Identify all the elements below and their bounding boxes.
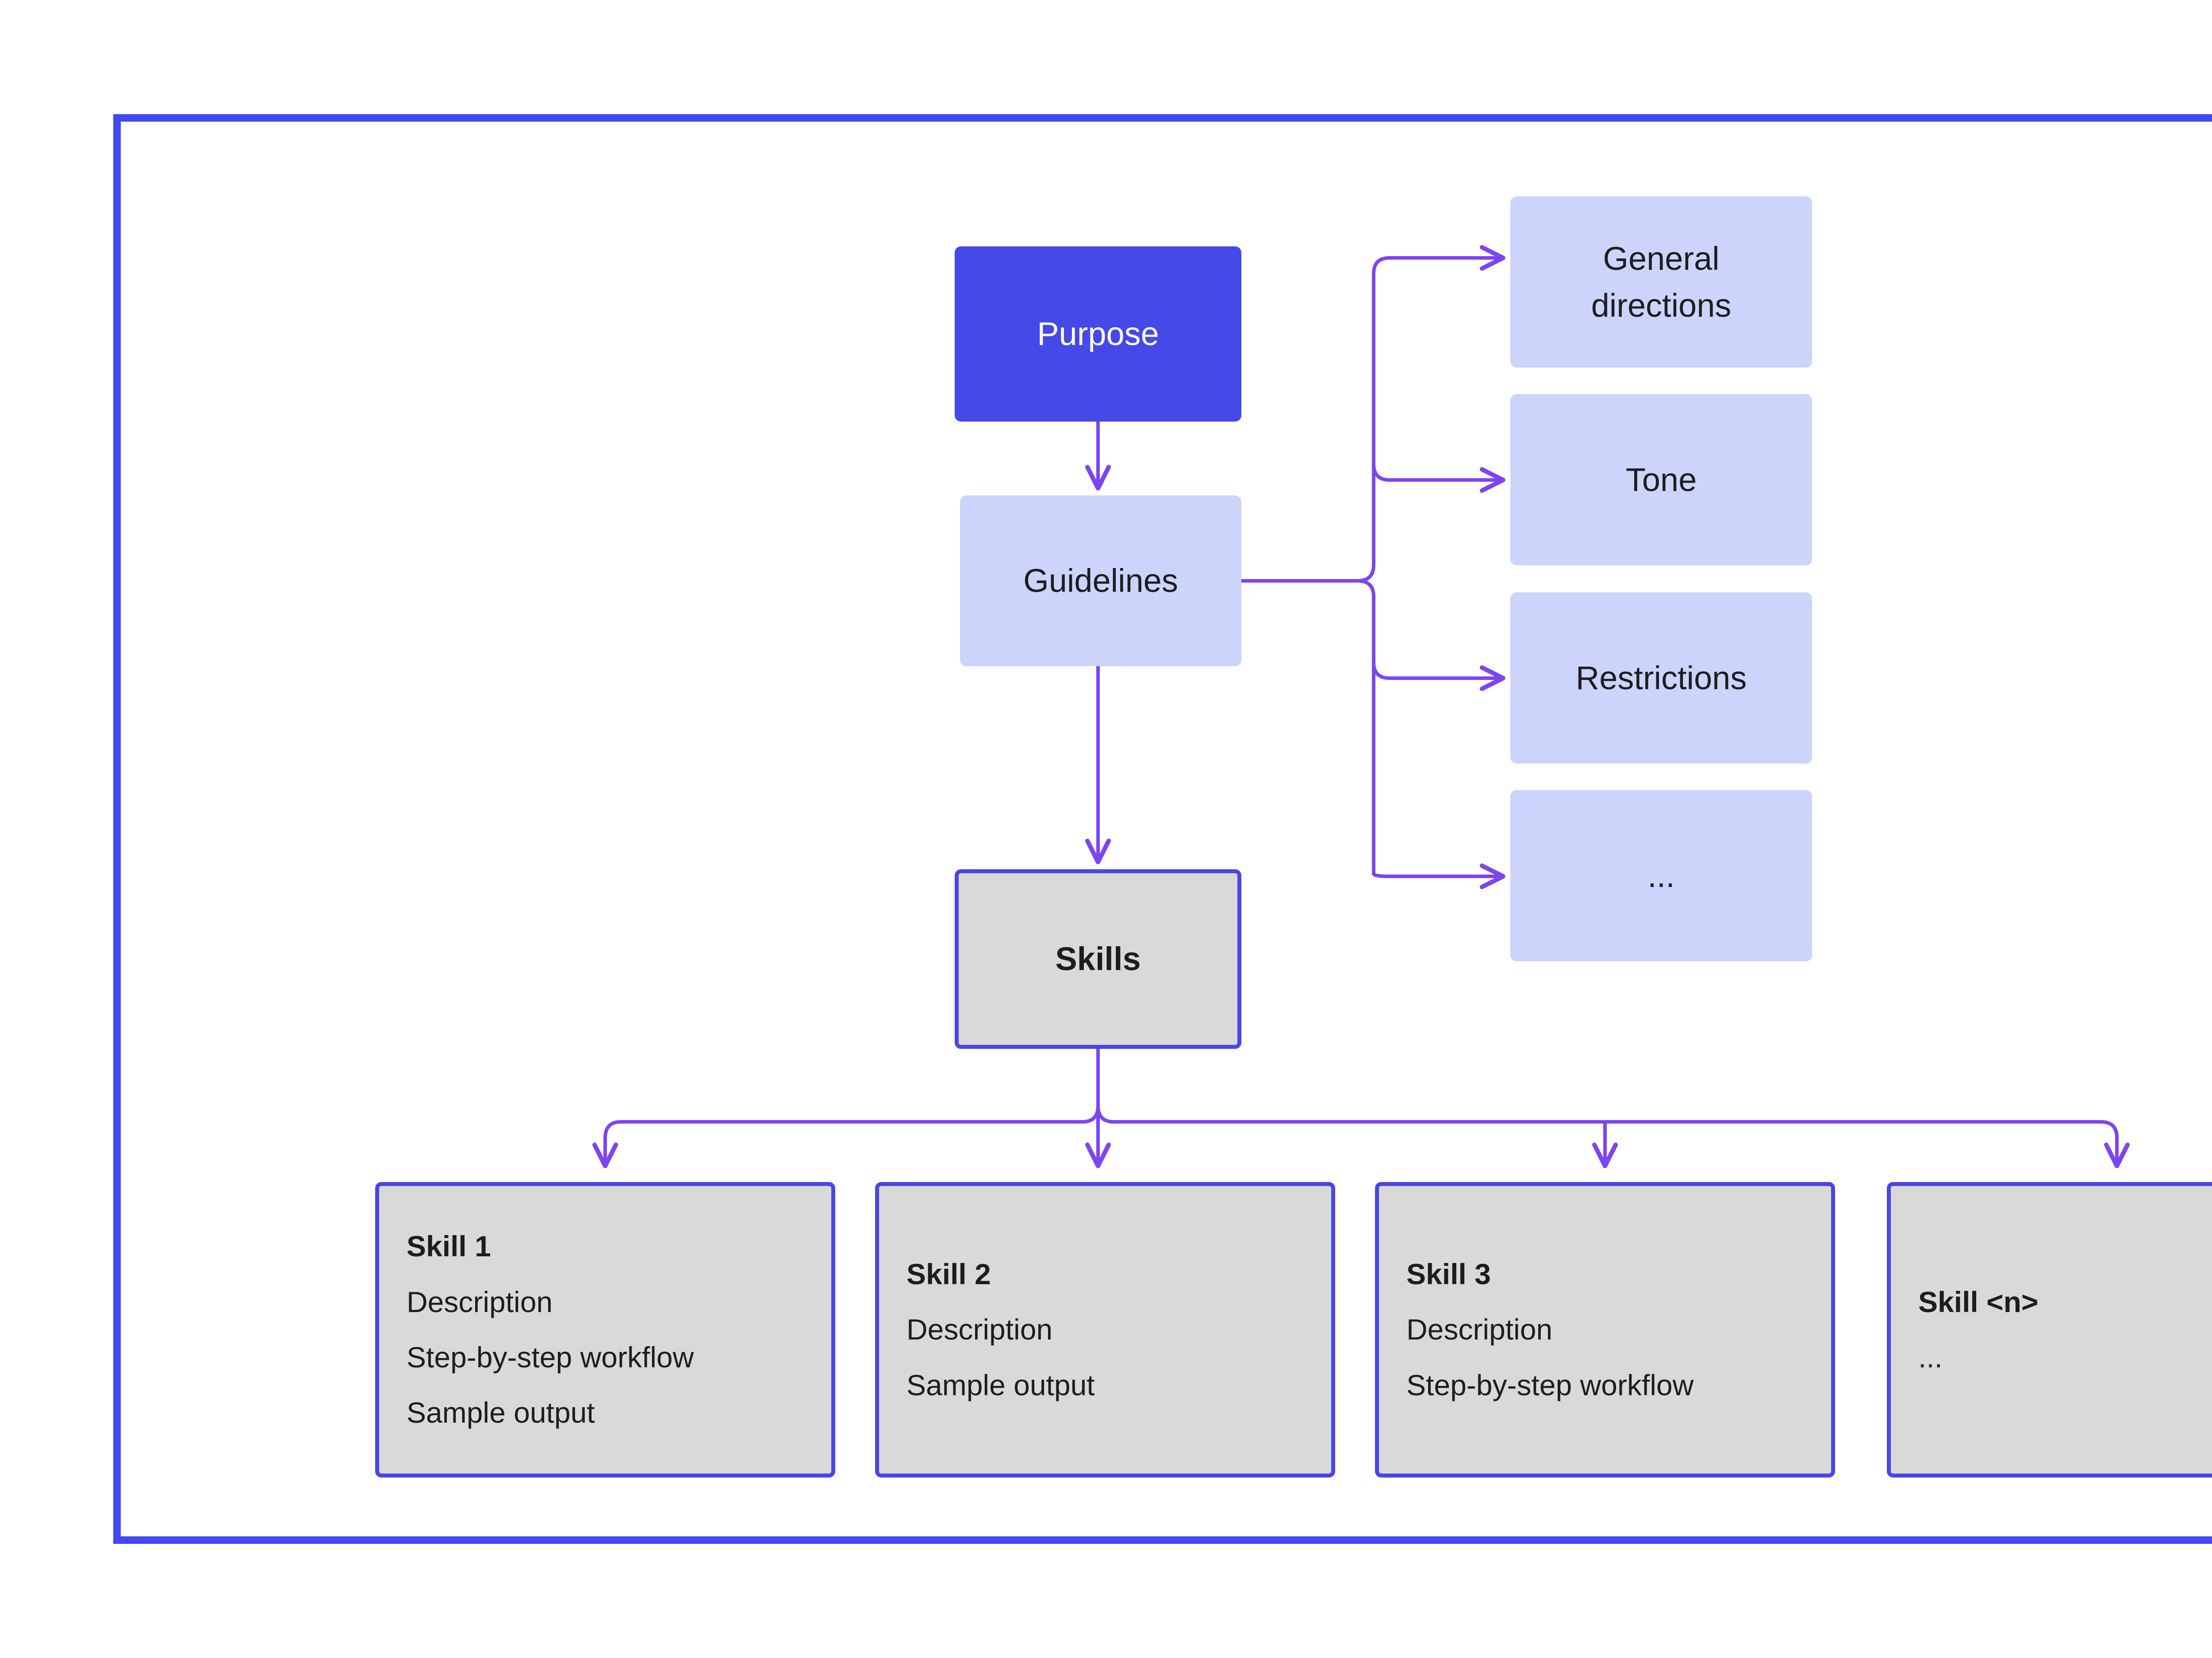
node-guidelines-label: Guidelines bbox=[1023, 562, 1178, 599]
node-skills-label: Skills bbox=[1055, 940, 1141, 978]
node-restrictions-label: Restrictions bbox=[1575, 659, 1747, 696]
node-general-directions[interactable]: General directions bbox=[1510, 196, 1812, 368]
skill-card[interactable]: Skill 2 Description Sample output bbox=[875, 1182, 1335, 1478]
skill-card-line: ... bbox=[1918, 1341, 1943, 1374]
skill-card-line: Sample output bbox=[906, 1368, 1095, 1401]
node-more-guidelines[interactable]: ... bbox=[1510, 790, 1812, 961]
node-guidelines[interactable]: Guidelines bbox=[960, 495, 1241, 666]
skill-card-line: Step-by-step workflow bbox=[407, 1341, 694, 1374]
node-purpose[interactable]: Purpose bbox=[955, 246, 1241, 422]
skill-card-line: Step-by-step workflow bbox=[1406, 1368, 1694, 1401]
node-skills[interactable]: Skills bbox=[955, 869, 1241, 1049]
node-tone-label: Tone bbox=[1625, 461, 1697, 498]
node-more-guidelines-label: ... bbox=[1647, 857, 1675, 894]
skill-card[interactable]: Skill 3 Description Step-by-step workflo… bbox=[1375, 1182, 1835, 1478]
skill-card-title: Skill <n> bbox=[1918, 1285, 2039, 1318]
node-tone[interactable]: Tone bbox=[1510, 394, 1812, 565]
skill-card-title: Skill 3 bbox=[1406, 1257, 1491, 1290]
skill-card-line: Description bbox=[407, 1285, 553, 1318]
skill-card-line: Sample output bbox=[407, 1396, 595, 1429]
node-restrictions[interactable]: Restrictions bbox=[1510, 592, 1812, 764]
skill-card-title: Skill 2 bbox=[906, 1257, 991, 1290]
skill-card-line: Description bbox=[1406, 1313, 1553, 1346]
skill-card[interactable]: Skill 1 Description Step-by-step workflo… bbox=[375, 1182, 835, 1478]
skill-card-title: Skill 1 bbox=[407, 1230, 491, 1263]
skill-card[interactable]: Skill <n> ... bbox=[1887, 1182, 2212, 1478]
skill-card-line: Description bbox=[906, 1313, 1053, 1346]
node-purpose-label: Purpose bbox=[1037, 315, 1159, 353]
node-general-directions-label: General directions bbox=[1591, 240, 1732, 324]
